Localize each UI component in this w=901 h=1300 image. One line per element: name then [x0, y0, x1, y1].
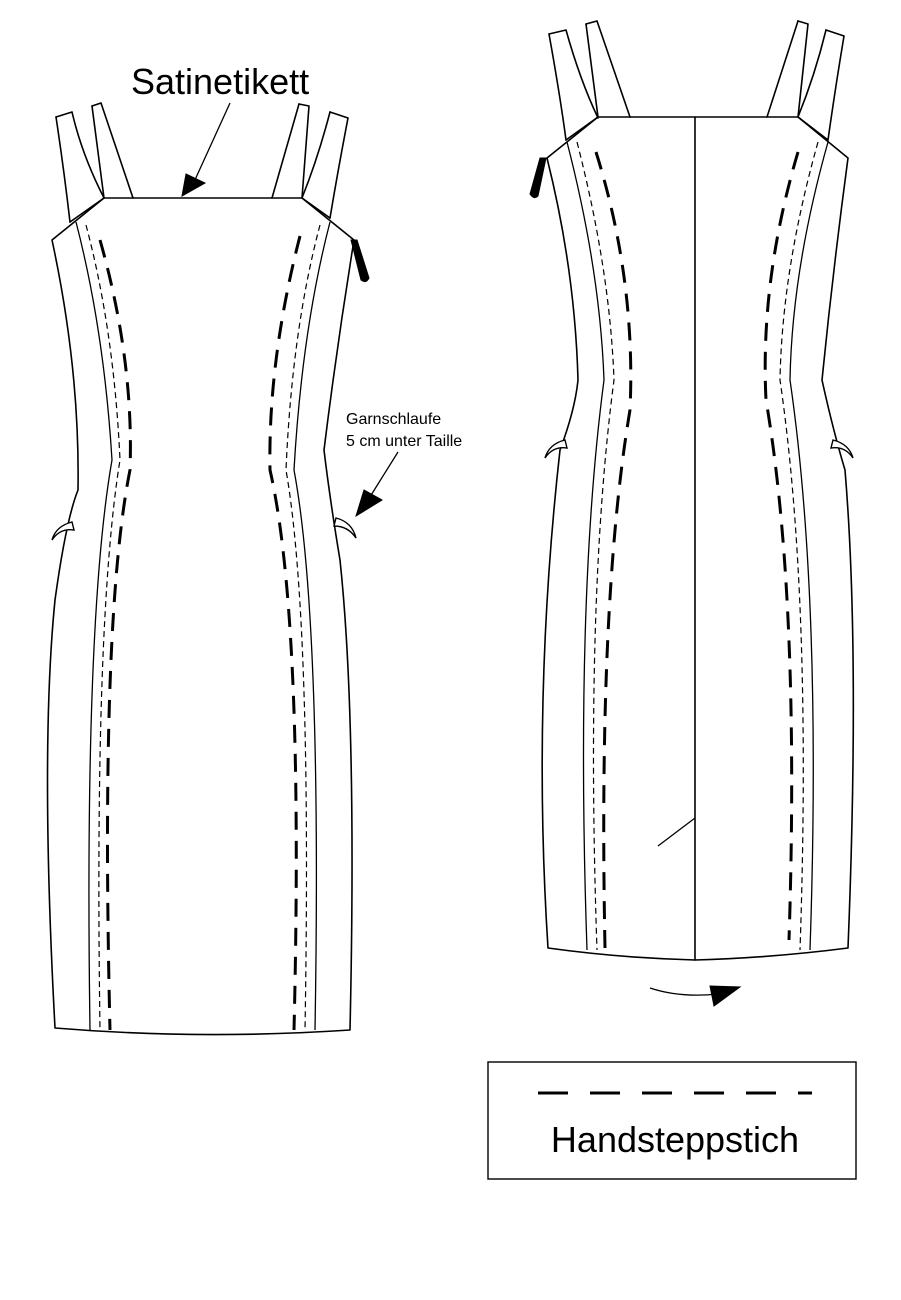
overlap-direction-arrow	[709, 985, 742, 1007]
front-thread-loop-right	[333, 517, 357, 539]
front-hanger-tab	[350, 239, 370, 283]
back-left-hand-stitch	[594, 151, 633, 949]
legend-hand-stitch-label: Handsteppstich	[551, 1119, 799, 1160]
front-left-princess-seam	[75, 221, 113, 1031]
front-straps	[55, 102, 349, 223]
back-thread-loop-left	[544, 439, 568, 459]
thread-loop-text-line2: 5 cm unter Taille	[346, 433, 462, 450]
front-right-hand-stitch	[268, 235, 302, 1031]
thread-loop-arrow	[355, 489, 383, 518]
back-left-princess-seam	[566, 141, 605, 951]
back-right-hand-stitch	[763, 151, 800, 941]
front-left-hand-stitch	[98, 239, 132, 1031]
satin-label-arrow	[181, 173, 207, 197]
back-thread-loop-right	[830, 439, 854, 459]
satin-label-text: Satinetikett	[131, 61, 309, 102]
back-right-princess-seam	[789, 141, 829, 951]
back-dress	[529, 20, 855, 1007]
thread-loop-text-line1: Garnschlaufe	[346, 411, 441, 428]
front-body-outline	[46, 197, 355, 1036]
back-hanger-tab	[529, 157, 547, 199]
legend-box	[487, 1061, 857, 1180]
back-straps	[548, 20, 845, 141]
front-right-princess-seam	[293, 221, 331, 1031]
front-dress	[46, 102, 370, 1036]
front-thread-loop-left	[51, 521, 75, 541]
legend: Handsteppstich	[487, 1061, 857, 1180]
